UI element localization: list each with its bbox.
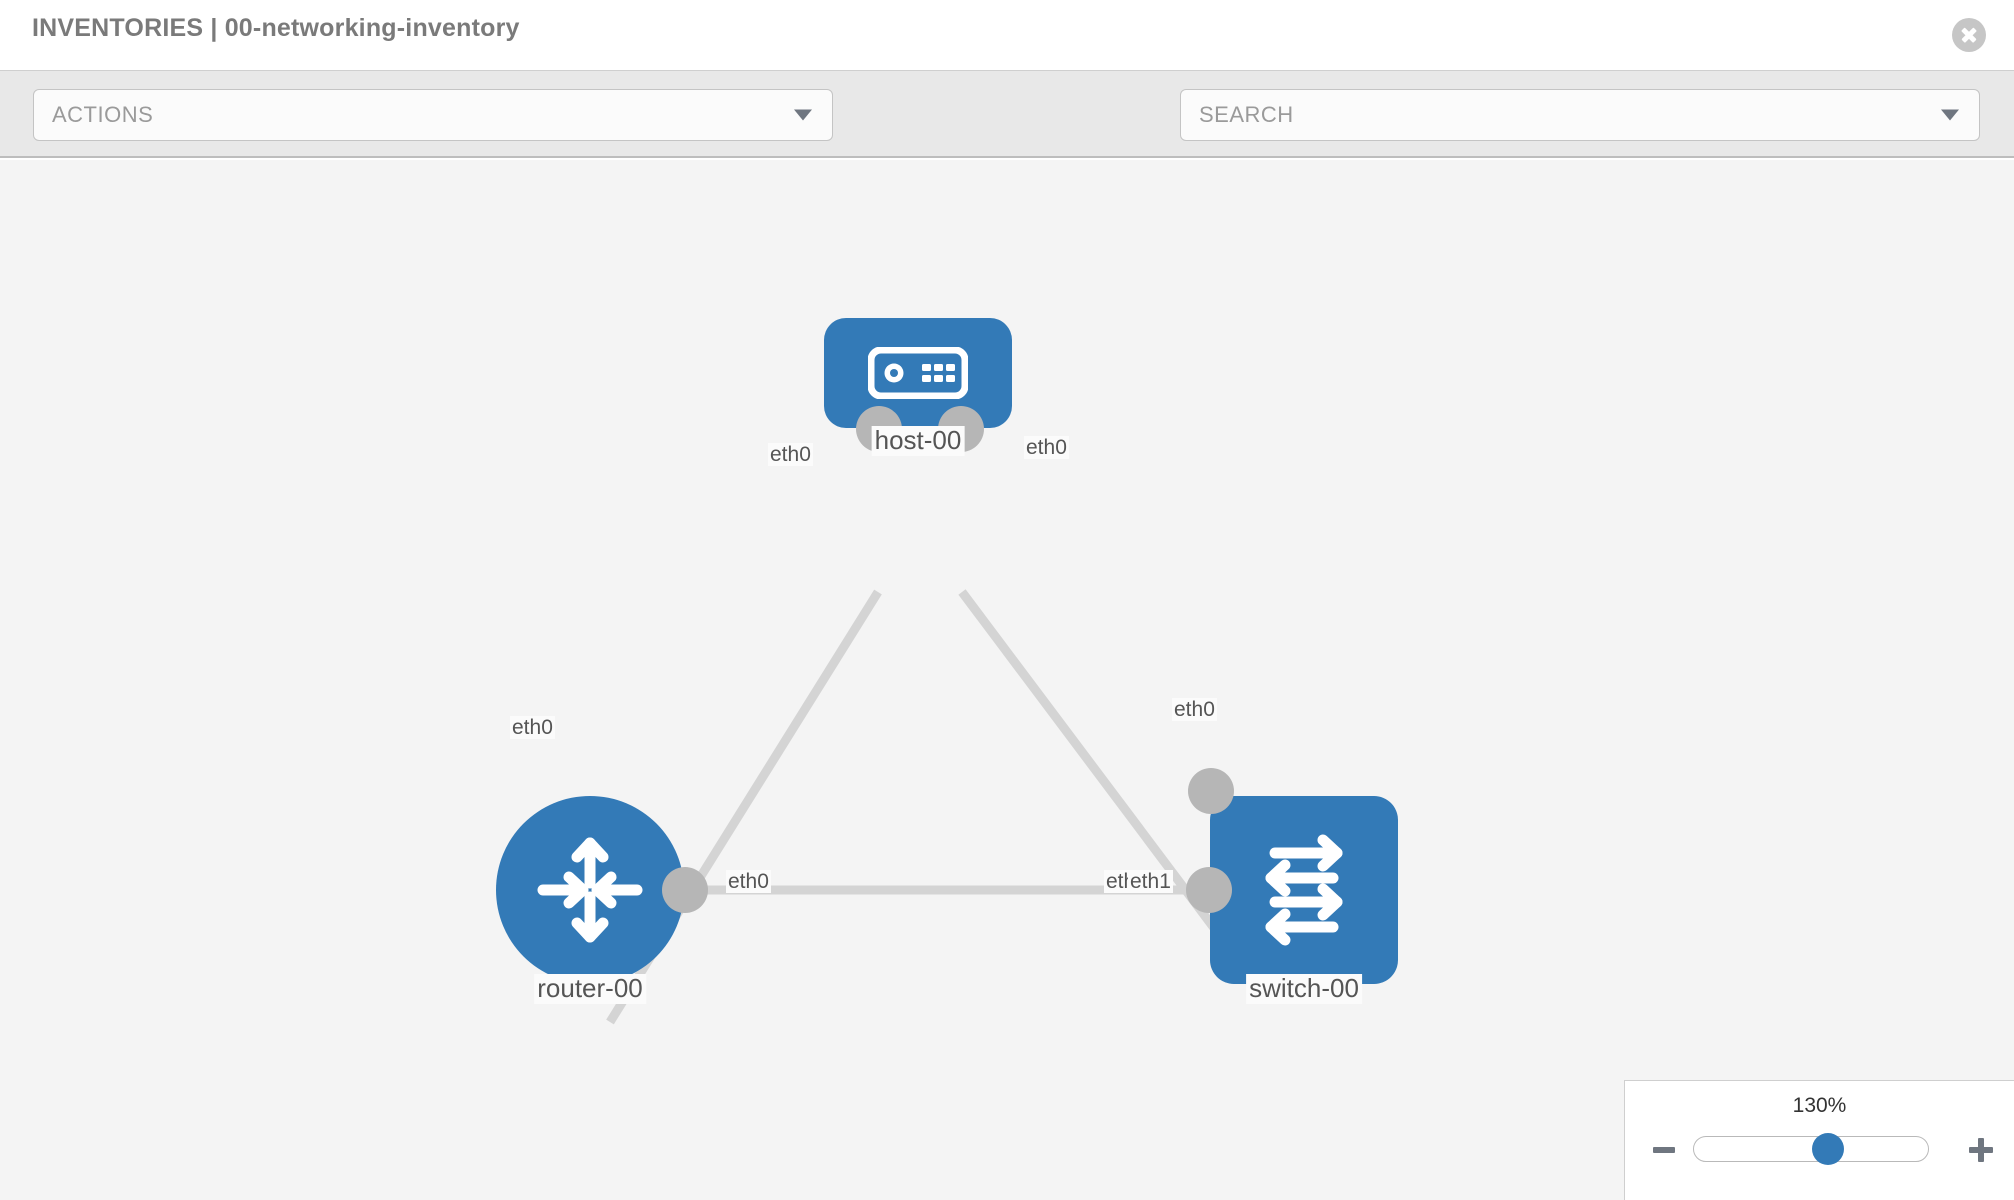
zoom-out-button[interactable] <box>1647 1133 1681 1167</box>
switch-node-shape[interactable] <box>1210 796 1398 984</box>
actions-dropdown[interactable]: ACTIONS <box>33 89 833 141</box>
iface-label-switch-left: eth1 <box>1128 870 1173 894</box>
zoom-slider-track[interactable] <box>1693 1133 1929 1165</box>
switch-iface-left-connector[interactable] <box>1186 867 1232 913</box>
zoom-slider-thumb[interactable] <box>1811 1133 1844 1165</box>
search-placeholder: SEARCH <box>1199 102 1294 127</box>
toolbar: ACTIONS SEARCH <box>0 70 2014 199</box>
topology-node-switch[interactable]: switch-00 eth0 eth eth1 <box>1104 698 1398 1004</box>
iface-label-router-right: eth0 <box>726 870 771 894</box>
topology-node-label-switch: switch-00 <box>1246 973 1362 1004</box>
topology-node-label-router: router-00 <box>534 973 646 1004</box>
actions-dropdown-label: ACTIONS <box>52 102 154 127</box>
iface-label-host-right: eth0 <box>1024 436 1069 460</box>
page-title: INVENTORIES | 00-networking-inventory <box>32 14 520 42</box>
zoom-percent-label: 130% <box>1792 1094 1847 1117</box>
router-icon <box>537 837 643 943</box>
topology-node-router[interactable]: router-00 eth0 eth0 <box>496 716 771 1004</box>
switch-iface-top-connector[interactable] <box>1188 768 1234 814</box>
chevron-down-icon <box>794 109 812 121</box>
zoom-in-button[interactable] <box>1964 1133 1998 1167</box>
topology-canvas[interactable]: host-00 eth0 eth0 <box>0 160 2014 1200</box>
topology-links <box>606 589 1242 1025</box>
iface-label-host-left: eth0 <box>768 443 813 467</box>
topology-node-label-host: host-00 <box>871 425 965 456</box>
iface-label-switch-up: eth0 <box>1172 698 1217 722</box>
router-iface-right-connector[interactable] <box>662 867 708 913</box>
switch-icon <box>1265 834 1343 946</box>
router-node-shape[interactable] <box>496 796 684 984</box>
host-node-shape[interactable] <box>824 318 1012 428</box>
iface-label-router-up: eth0 <box>510 716 555 740</box>
page-header: INVENTORIES | 00-networking-inventory <box>0 0 2014 70</box>
server-icon <box>868 347 968 399</box>
zoom-control-panel: 130% <box>1624 1080 2014 1200</box>
topology-node-host[interactable]: host-00 eth0 eth0 <box>768 318 1069 467</box>
search-input[interactable]: SEARCH <box>1180 89 1980 141</box>
close-icon[interactable] <box>1952 18 1986 52</box>
search-chevron-down-icon[interactable] <box>1941 109 1959 121</box>
